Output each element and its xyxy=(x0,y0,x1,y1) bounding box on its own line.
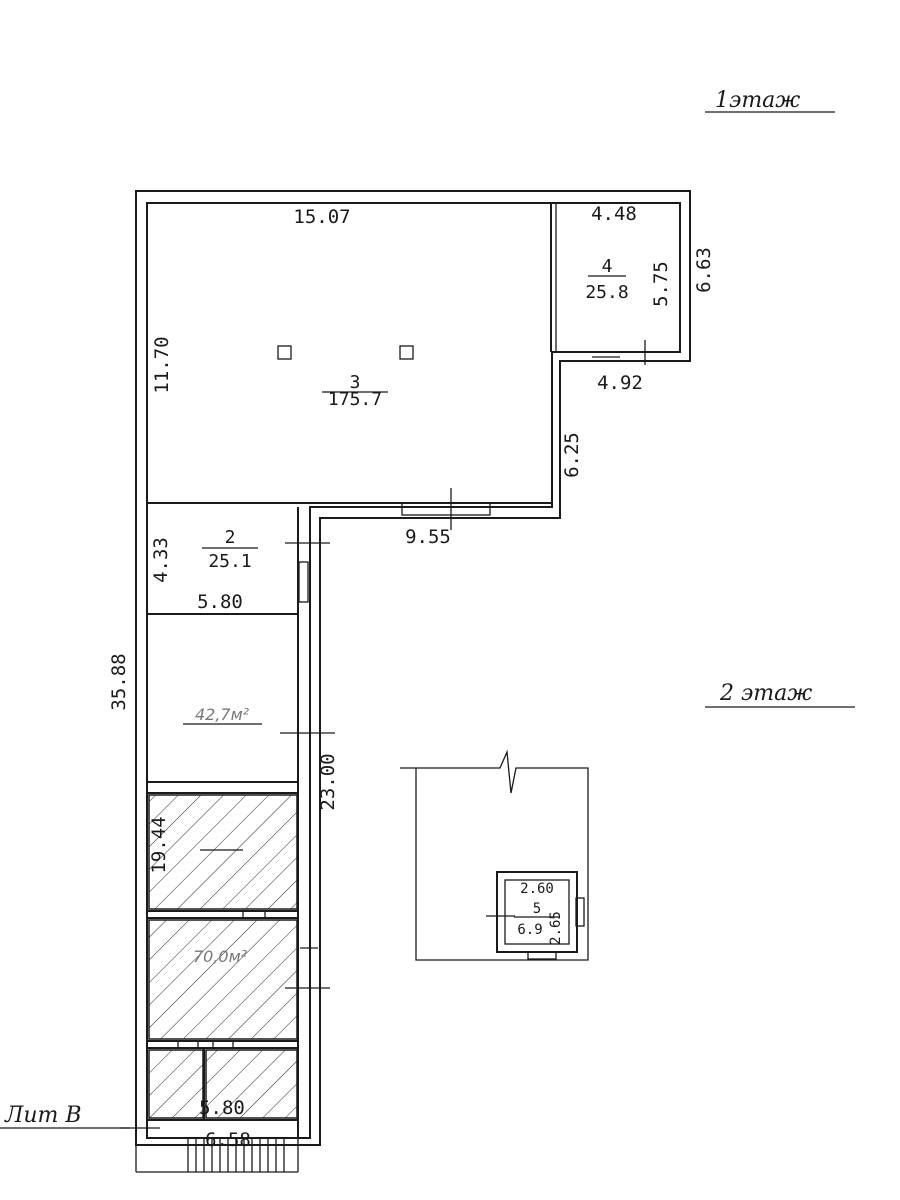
floor2-title-group: 2 этаж xyxy=(705,681,855,708)
hatched-rooms xyxy=(148,794,298,1119)
dim-room3-bottom: 9.55 xyxy=(405,526,451,548)
room3-number: 3 xyxy=(350,372,361,393)
room4-number: 4 xyxy=(602,256,613,277)
dim-room4-outer-height: 6.63 xyxy=(693,247,715,293)
room4-partition xyxy=(550,203,646,365)
dim-room4-inner-height: 5.75 xyxy=(650,261,672,307)
partitions xyxy=(147,507,335,1138)
room4-area: 25.8 xyxy=(585,282,628,303)
floor2-room-area: 6.9 xyxy=(517,922,542,938)
entrance-stairs xyxy=(120,1127,299,1173)
dim-room2-width: 5.80 xyxy=(197,591,243,613)
dim-step-height: 6.25 xyxy=(561,432,583,478)
floor1-title-group: 1этаж xyxy=(705,88,835,113)
lower-room-area: 70,0м² xyxy=(193,947,248,966)
sheet-label: Лит В xyxy=(4,1103,82,1128)
floor2-width: 2.60 xyxy=(520,881,554,897)
dim-room4-width: 4.48 xyxy=(591,203,637,225)
sheet-label-group: Лит В xyxy=(0,1103,130,1129)
floor1-outer-walls xyxy=(135,190,691,1146)
dim-bottom-inner: 5.80 xyxy=(199,1097,245,1119)
dim-room2-height: 4.33 xyxy=(150,537,172,583)
dim-room3-height: 11.70 xyxy=(151,336,173,393)
dim-total-height: 35.88 xyxy=(108,653,130,710)
floor2-room-number: 5 xyxy=(533,901,541,917)
dim-hatched-height: 19.44 xyxy=(148,816,170,873)
room2-number: 2 xyxy=(225,527,236,548)
floor2-height: 2.65 xyxy=(548,911,564,945)
dim-top-width: 15.07 xyxy=(293,206,350,228)
room2-area: 25.1 xyxy=(208,551,251,572)
room3-bottom-wall xyxy=(147,345,552,530)
dim-room4-bottom: 4.92 xyxy=(597,372,643,394)
mid-room-area: 42,7м² xyxy=(195,705,250,724)
floor2-title: 2 этаж xyxy=(719,681,812,706)
floor1-title: 1этаж xyxy=(715,88,800,113)
floor2-outline xyxy=(400,749,589,961)
room3-area: 175.7 xyxy=(328,389,382,410)
dim-bottom-outer: 6.58 xyxy=(205,1129,251,1151)
dim-wing-height: 23.00 xyxy=(317,753,339,810)
